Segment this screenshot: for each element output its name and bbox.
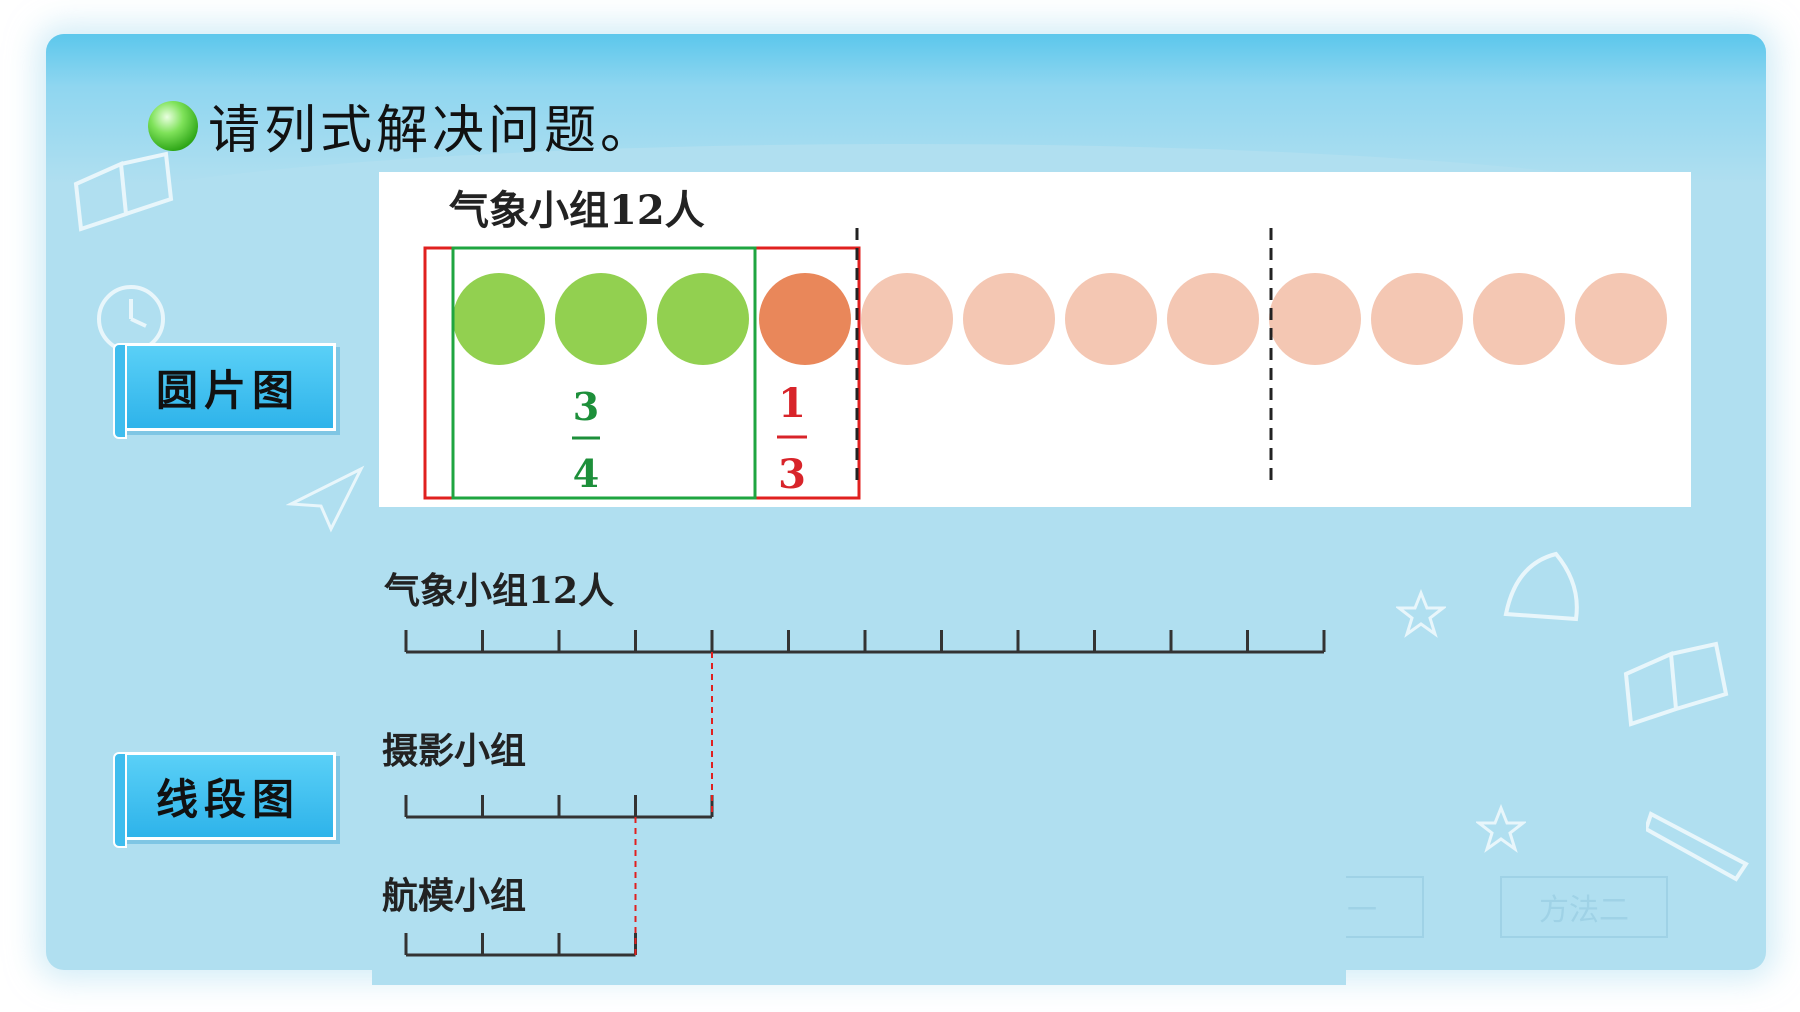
circle-piece-8 (1167, 273, 1259, 365)
fraction-one-third-numerator: 1 (778, 380, 806, 427)
tab-circle-diagram[interactable]: 圆片图 (113, 343, 336, 439)
paper-plane-doodle-icon (286, 465, 365, 533)
circle-diagram-panel: 气象小组12人 3 4 1 3 (379, 172, 1691, 507)
tab-segment-diagram-label: 线段图 (155, 774, 300, 824)
fraction-one-third-denominator: 3 (778, 451, 806, 498)
star-doodle-icon-2 (1476, 804, 1526, 853)
circle-piece-4 (759, 273, 851, 365)
question-heading: 请列式解决问题。 (148, 88, 656, 163)
open-book-doodle-icon (1623, 641, 1729, 727)
segment-group2-label: 摄影小组 (382, 730, 526, 772)
circle-piece-2 (555, 273, 647, 365)
circle-piece-1 (453, 273, 545, 365)
book-doodle-icon (73, 151, 174, 232)
star-doodle-icon (1396, 589, 1446, 638)
fraction-three-quarters-denominator: 4 (573, 451, 599, 496)
circle-piece-11 (1473, 273, 1565, 365)
method-one-button[interactable]: 一 (1300, 876, 1424, 938)
method-one-label: 一 (1347, 893, 1377, 928)
segment-group3-label: 航模小组 (382, 875, 526, 917)
segment-group3 (404, 933, 637, 957)
circle-piece-10 (1371, 273, 1463, 365)
page-title: 请列式解决问题。 (208, 101, 657, 161)
circle-piece-6 (963, 273, 1055, 365)
circle-piece-12 (1575, 273, 1667, 365)
segment-group1 (404, 630, 1326, 654)
circle-group-label: 气象小组12人 (449, 187, 705, 234)
segment-diagram-panel: 气象小组12人 摄影小组 航模小组 (372, 545, 1346, 985)
green-bullet-icon (148, 100, 198, 151)
segment-group1-label: 气象小组12人 (384, 570, 614, 612)
circle-diagram: 气象小组12人 3 4 1 3 (423, 187, 1667, 500)
fraction-three-quarters-numerator: 3 (573, 384, 599, 429)
segment-group2 (404, 795, 714, 819)
circle-piece-7 (1065, 273, 1157, 365)
tab-segment-diagram[interactable]: 线段图 (113, 752, 336, 848)
ruler-doodle-icon (1646, 811, 1749, 882)
tab-circle-diagram-label: 圆片图 (155, 365, 300, 415)
green-outline-box (451, 246, 757, 500)
circle-piece-5 (861, 273, 953, 365)
segment-diagram: 气象小组12人 摄影小组 航模小组 (382, 570, 1326, 957)
circle-piece-3 (657, 273, 749, 365)
method-two-button[interactable]: 方法二 (1500, 876, 1668, 938)
method-two-label: 方法二 (1539, 893, 1629, 928)
circle-piece-9 (1269, 273, 1361, 365)
bell-doodle-icon (1503, 551, 1579, 622)
